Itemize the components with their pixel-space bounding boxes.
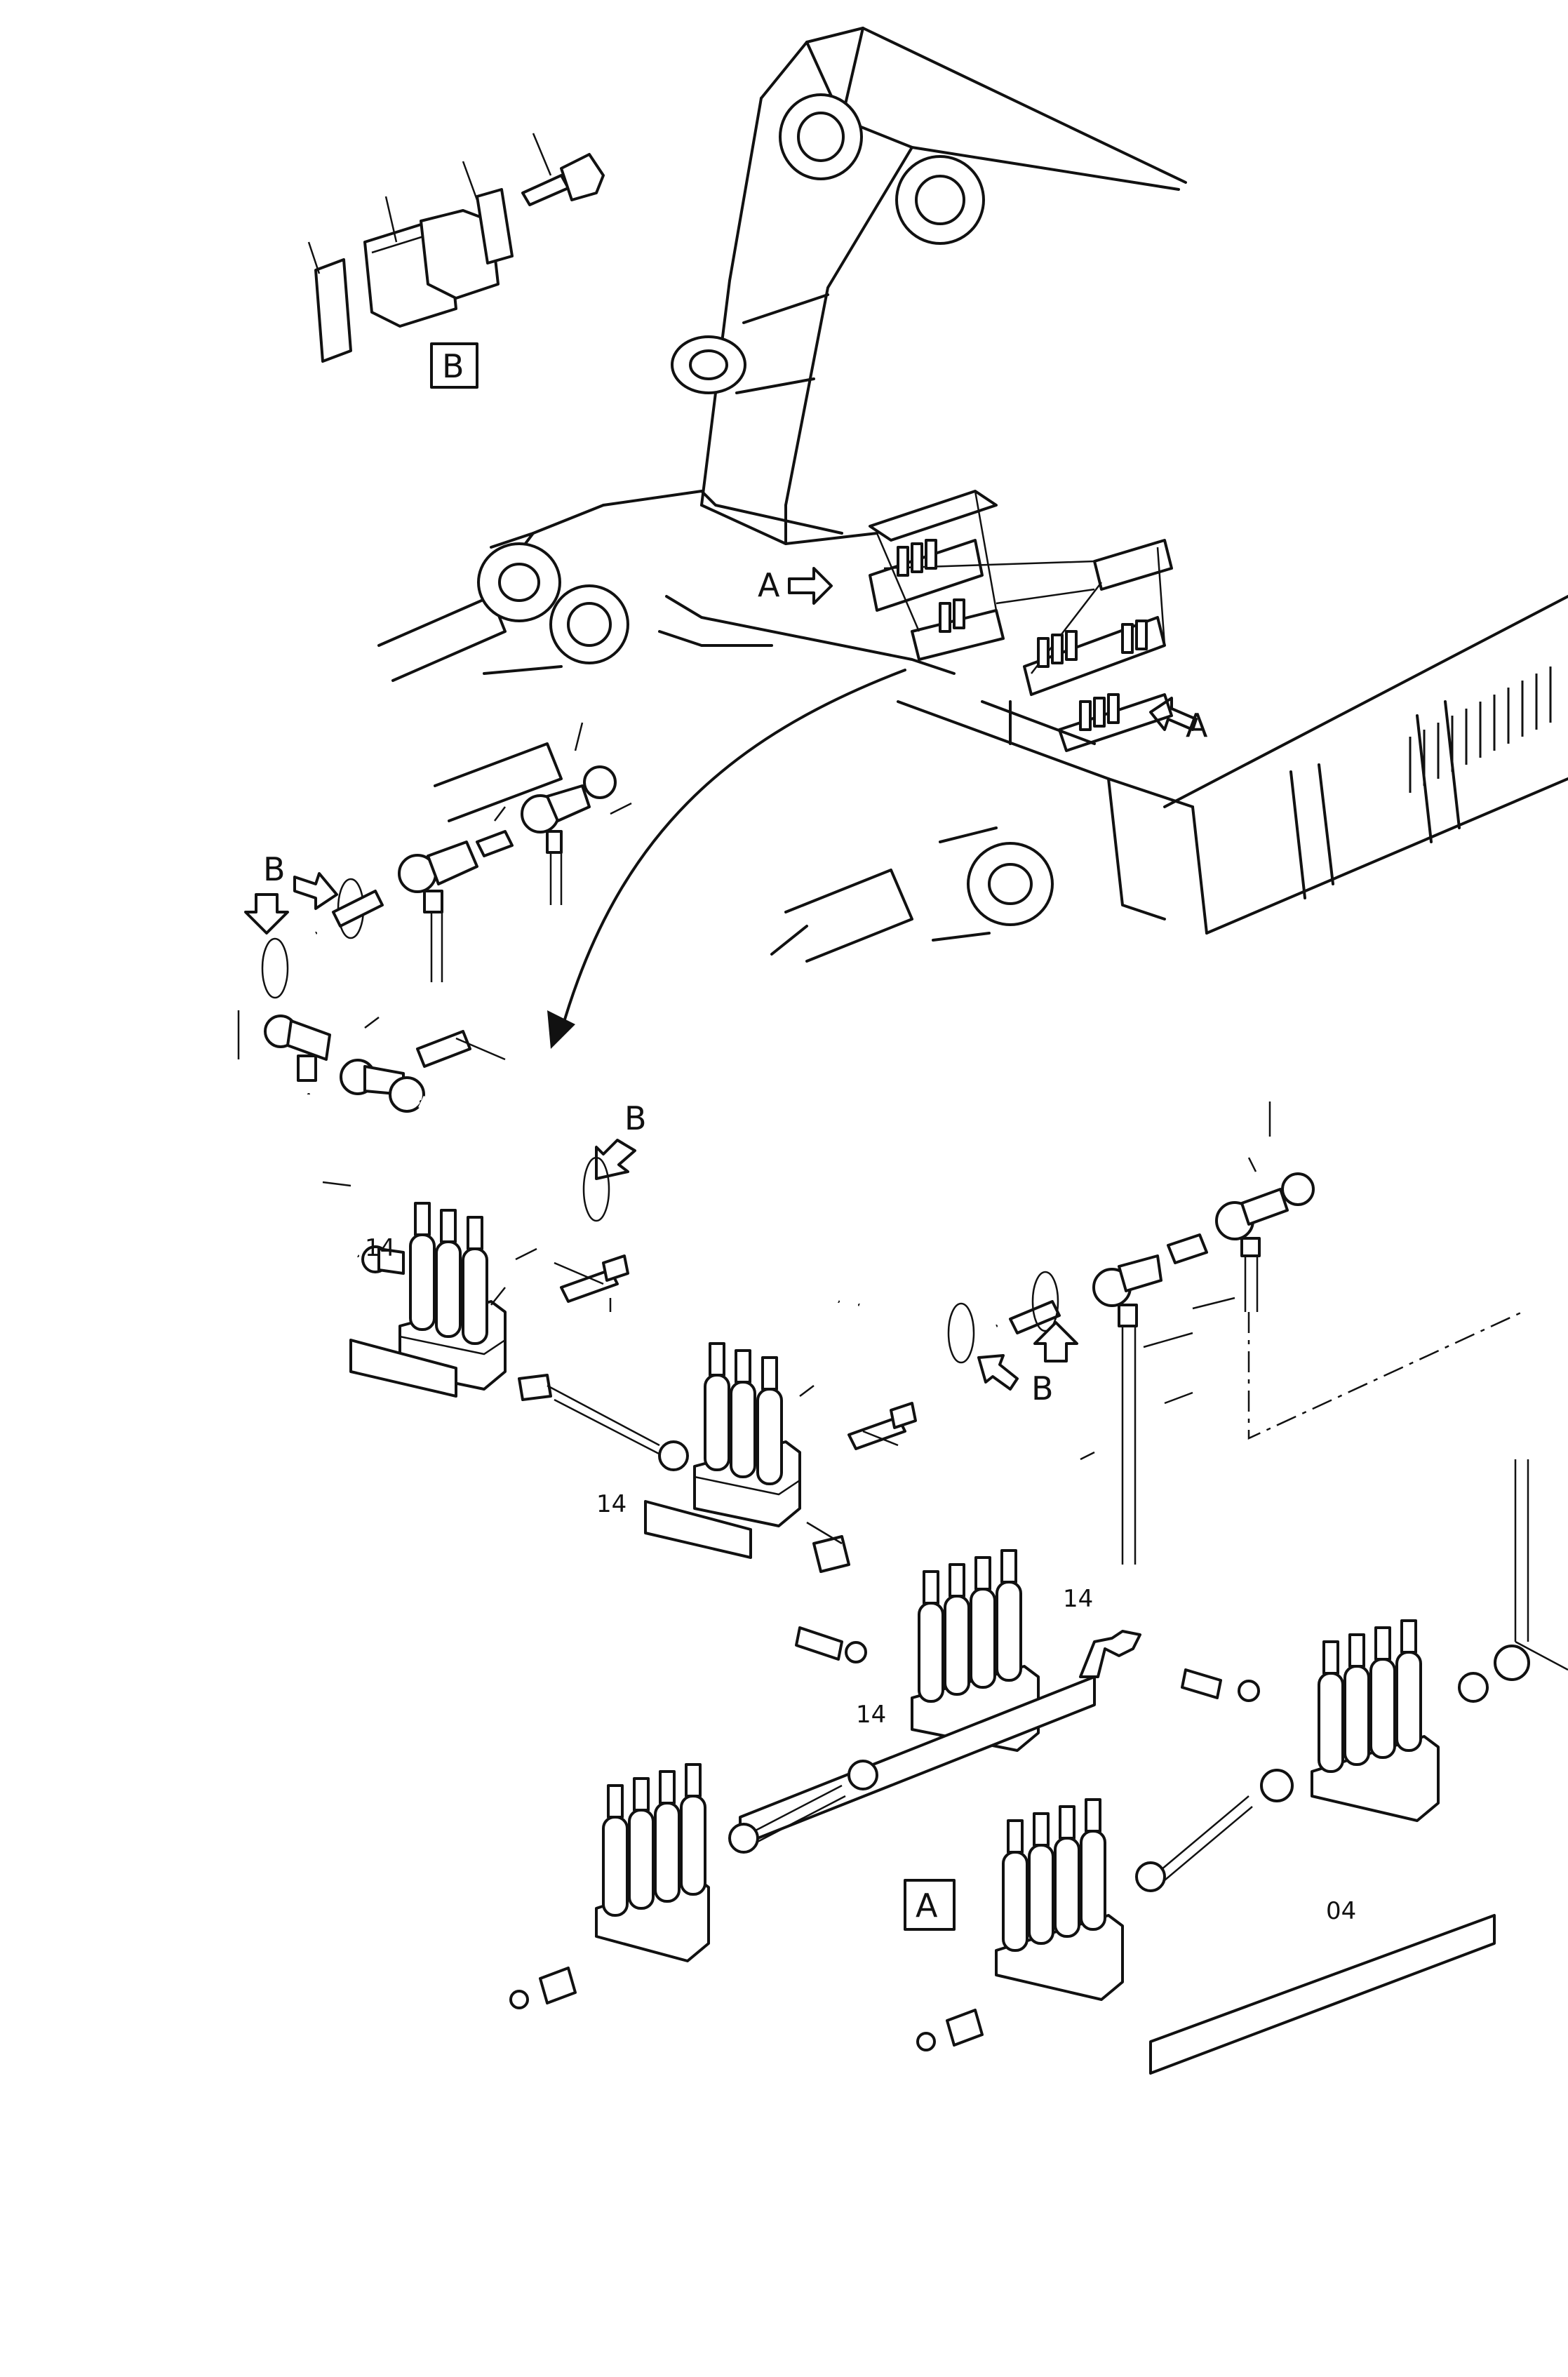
arrow-a-right-label: A	[1186, 707, 1208, 744]
connection-leader-lines	[1143, 1297, 1523, 1440]
distributor-block-5	[916, 1769, 1294, 2051]
curved-leader-arrow	[560, 669, 906, 1033]
detail-b-label: B	[442, 347, 464, 385]
tee-fitting-3	[264, 1015, 425, 1113]
clamp-bolt-head	[560, 153, 605, 201]
clamp-bolt	[521, 174, 570, 206]
arrow-b-3	[595, 1139, 636, 1180]
curved-arrow-head	[547, 1010, 575, 1049]
tee-fitting-2	[521, 765, 617, 905]
arrow-b-2	[244, 893, 289, 935]
arrow-b-1	[293, 872, 338, 910]
part-leader-lines	[237, 722, 1271, 1545]
ref-14-b: 14	[596, 1490, 626, 1518]
tee-fitting-4	[1092, 1254, 1162, 1565]
lubrication-piping: B B B	[225, 765, 1315, 1565]
ref-14-c: 14	[1063, 1585, 1093, 1613]
ref-14-a: 14	[365, 1234, 395, 1262]
arrow-a-left	[788, 567, 833, 605]
clamp-plate-right	[476, 188, 514, 265]
distributor-block-4: 14	[509, 1701, 886, 2009]
mounted-distributor-cluster: A A	[547, 490, 1208, 1049]
ref-14-d: 14	[856, 1701, 886, 1729]
distributor-block-6: 04	[1149, 1459, 1568, 2075]
cluster-cylinders	[897, 539, 1148, 731]
tee-fitting-5	[1215, 1172, 1315, 1312]
distributor-block-3: 14	[739, 1549, 1141, 1847]
detail-a-label: A	[916, 1887, 938, 1924]
track-teeth-hatch	[1409, 667, 1552, 793]
arrow-a-left-label: A	[758, 566, 780, 604]
ref-04: 04	[1326, 1897, 1356, 1925]
distributor-block-2: 14	[596, 1342, 917, 1573]
detail-b-box	[430, 342, 478, 389]
clamp-plate-left	[314, 258, 352, 363]
arrow-b-4-label: B	[1031, 1370, 1054, 1407]
clamp-detail-b: B	[307, 133, 605, 389]
arrow-b-5	[1033, 1321, 1078, 1362]
arrow-b-3-label: B	[624, 1099, 647, 1137]
arrow-b-4	[977, 1354, 1019, 1391]
arrow-a-right	[1149, 697, 1198, 731]
clamp-block-right	[420, 209, 500, 300]
machine-boom-structure	[377, 27, 1568, 963]
distributor-block-1: 14	[349, 1202, 629, 1398]
tee-fitting-1	[398, 841, 478, 982]
fitting-chain-1	[518, 1374, 552, 1401]
arrow-b-1-label: B	[263, 850, 286, 888]
detail-a-box	[904, 1879, 956, 1931]
